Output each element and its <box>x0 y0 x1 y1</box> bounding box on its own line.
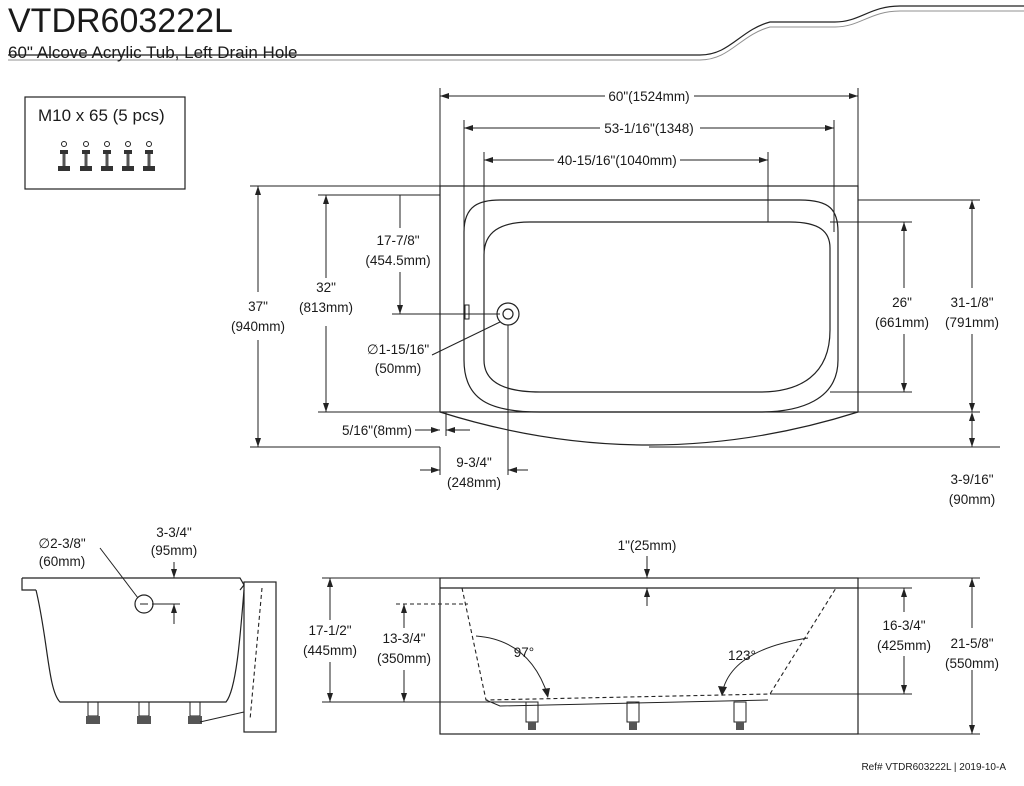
total-depth-label: 17-1/2" <box>308 623 351 638</box>
water-depth-mm-label: (350mm) <box>377 651 431 666</box>
dim-overflow-from-top <box>152 562 180 624</box>
product-description: 60" Alcove Acrylic Tub, Left Drain Hole <box>8 43 298 62</box>
basin-length-label: 40-15/16"(1040mm) <box>557 153 677 168</box>
dim-overall-length <box>439 88 859 186</box>
top-view-outline <box>439 185 859 446</box>
drain-to-wall-mm-label: (248mm) <box>447 475 501 490</box>
overflow-from-top-mm-label: (95mm) <box>151 543 198 558</box>
dim-basin-width <box>830 221 912 393</box>
front-leveling-feet <box>525 701 747 730</box>
apron-bulge-mm-label: (90mm) <box>949 492 996 507</box>
dim-water-depth <box>396 603 468 702</box>
overflow-diameter-label: ∅2-3/8" <box>38 536 86 551</box>
dim-inner-depth <box>770 587 912 695</box>
dim-flange <box>415 412 470 436</box>
overall-width-label: 37" <box>248 299 268 314</box>
front-view-outline <box>439 577 859 735</box>
dim-apron-bulge <box>649 412 1000 448</box>
overflow-leader <box>99 547 139 599</box>
dim-overall-height <box>858 577 980 735</box>
basin-width-mm-label: (661mm) <box>875 315 929 330</box>
reference-code: Ref# VTDR603222L | 2019-10-A <box>861 762 1006 773</box>
drain-diameter-mm-label: (50mm) <box>375 361 422 376</box>
overall-height-label: 21-5/8" <box>950 636 993 651</box>
overflow-diameter-mm-label: (60mm) <box>39 554 86 569</box>
inner-width-label: 31-1/8" <box>950 295 993 310</box>
water-depth-label: 13-3/4" <box>382 631 425 646</box>
rim-thickness-label: 1"(25mm) <box>618 538 677 553</box>
apron-bulge-label: 3-9/16" <box>950 472 993 487</box>
dim-inner-width <box>858 199 980 413</box>
overall-width-mm-label: (940mm) <box>231 319 285 334</box>
dim-basin-length <box>483 152 769 255</box>
rim-length-label: 53-1/16"(1348) <box>604 121 694 136</box>
dim-overall-width <box>250 185 440 448</box>
leveling-feet-icon <box>58 141 155 171</box>
right-angle-label: 123° <box>728 648 756 663</box>
overall-height-mm-label: (550mm) <box>945 656 999 671</box>
rim-width-mm-label: (813mm) <box>299 300 353 315</box>
hardware-label: M10 x 65 (5 pcs) <box>38 106 165 125</box>
drain-to-wall-label: 9-3/4" <box>456 455 492 470</box>
basin-width-label: 26" <box>892 295 912 310</box>
model-number: VTDR603222L <box>8 2 233 40</box>
dim-drain-offset <box>392 195 500 315</box>
hardware-box: M10 x 65 (5 pcs) <box>24 96 186 190</box>
dim-rim-width <box>318 194 440 413</box>
drain-offset-label: 17-7/8" <box>376 233 419 248</box>
dim-rim-length <box>463 120 835 232</box>
left-angle-label: 97° <box>514 645 534 660</box>
total-depth-mm-label: (445mm) <box>303 643 357 658</box>
side-view-outline <box>21 577 277 733</box>
rim-width-label: 32" <box>316 280 336 295</box>
side-leveling-feet <box>86 701 245 724</box>
overflow-from-top-label: 3-3/4" <box>156 525 192 540</box>
inner-depth-label: 16-3/4" <box>882 618 925 633</box>
drain-offset-mm-label: (454.5mm) <box>365 253 430 268</box>
dim-total-depth <box>322 577 526 703</box>
flange-label: 5/16"(8mm) <box>342 423 412 438</box>
header-frame <box>8 5 1024 61</box>
overall-length-label: 60"(1524mm) <box>608 89 689 104</box>
inner-depth-mm-label: (425mm) <box>877 638 931 653</box>
dim-rim-thickness <box>644 556 650 606</box>
inner-width-mm-label: (791mm) <box>945 315 999 330</box>
drain-leader <box>431 321 501 356</box>
dim-drain-to-wall <box>420 325 528 475</box>
drain-diameter-label: ∅1-15/16" <box>367 342 430 357</box>
